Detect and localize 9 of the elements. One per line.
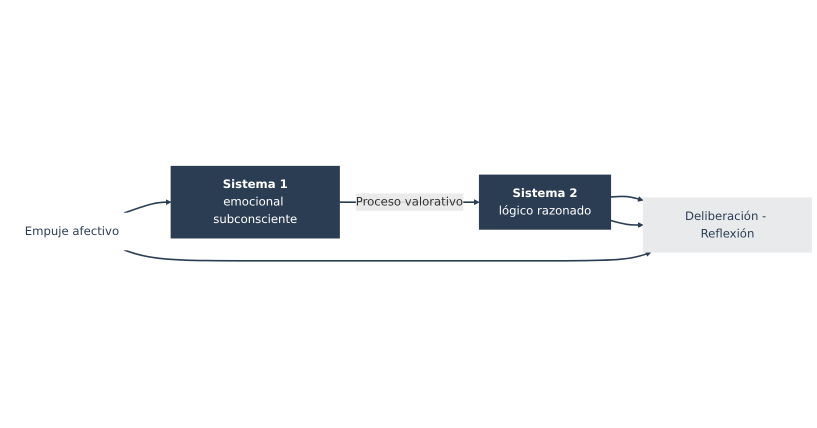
node-text: Empuje afectivo bbox=[24, 225, 120, 239]
arrow bbox=[610, 196, 644, 202]
node-box: Deliberación - Reflexión bbox=[642, 198, 812, 254]
arrow bbox=[610, 220, 644, 228]
arrow bbox=[124, 200, 172, 214]
arrow bbox=[124, 250, 652, 262]
node-box: Sistema 1 emocional subconsciente bbox=[170, 166, 340, 239]
edge-label: Proceso valorativo bbox=[356, 196, 464, 210]
node-box: Sistema 2 lógico razonado bbox=[478, 175, 612, 230]
